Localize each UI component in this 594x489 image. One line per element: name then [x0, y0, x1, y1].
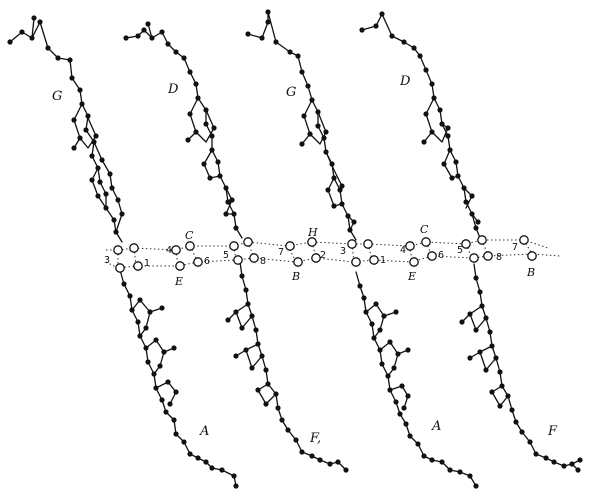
- site-letter-e-right: E: [407, 270, 416, 283]
- site-number-8a: 8: [260, 256, 266, 267]
- site-number-2a: 2: [320, 250, 326, 261]
- upper-chain-g-right: [245, 9, 357, 241]
- site-number-7b: 7: [512, 242, 518, 253]
- chain-label-d-left: D: [167, 82, 179, 97]
- site-number-1b: 1: [380, 255, 386, 266]
- site-number-7a: 7: [278, 247, 284, 258]
- site-number-8b: 8: [496, 252, 502, 263]
- site-letter-b-right: B: [526, 266, 535, 279]
- site-number-6b: 6: [438, 250, 444, 261]
- site-number-3a: 3: [104, 255, 110, 266]
- site-number-4b: 4: [400, 245, 406, 256]
- site-letter-h: H: [307, 226, 318, 239]
- lower-chain-a-left: [119, 269, 239, 489]
- site-number-labels: 3 1 4 6 5 8 7 2 3 1 4 6 5 8 7: [104, 242, 518, 269]
- site-letter-b-left: B: [291, 270, 300, 283]
- upper-chain-g-left: [7, 15, 125, 243]
- lower-chain-f-right: [459, 263, 583, 473]
- chain-label-d-right: D: [399, 74, 411, 89]
- site-letter-e-left: E: [174, 275, 183, 288]
- chain-label-a-left: A: [199, 424, 209, 439]
- oxygen-atoms: [113, 235, 537, 273]
- site-number-5a: 5: [223, 250, 229, 261]
- chain-labels: G D G D A F, A F: [52, 74, 558, 446]
- upper-chain-d-right: [359, 11, 481, 239]
- chain-label-g-right: G: [286, 85, 296, 100]
- site-letter-c-right: C: [420, 223, 429, 236]
- site-letter-labels: C E H B C E B: [174, 223, 535, 288]
- site-number-6a: 6: [204, 256, 210, 267]
- site-number-3b: 3: [340, 246, 346, 257]
- lower-chain-a-right: [355, 271, 479, 489]
- site-number-4a: 4: [166, 245, 172, 256]
- chain-label-g-left: G: [52, 89, 62, 104]
- site-number-1a: 1: [144, 258, 150, 269]
- lower-chain-f-left: [225, 261, 349, 473]
- site-number-5b: 5: [457, 245, 463, 256]
- chain-label-a-right: A: [431, 419, 441, 434]
- upper-chain-d-left: [123, 21, 243, 239]
- chain-label-f-left: F,: [309, 431, 321, 446]
- chain-label-f-right: F: [547, 424, 558, 439]
- site-letter-c-left: C: [185, 229, 194, 242]
